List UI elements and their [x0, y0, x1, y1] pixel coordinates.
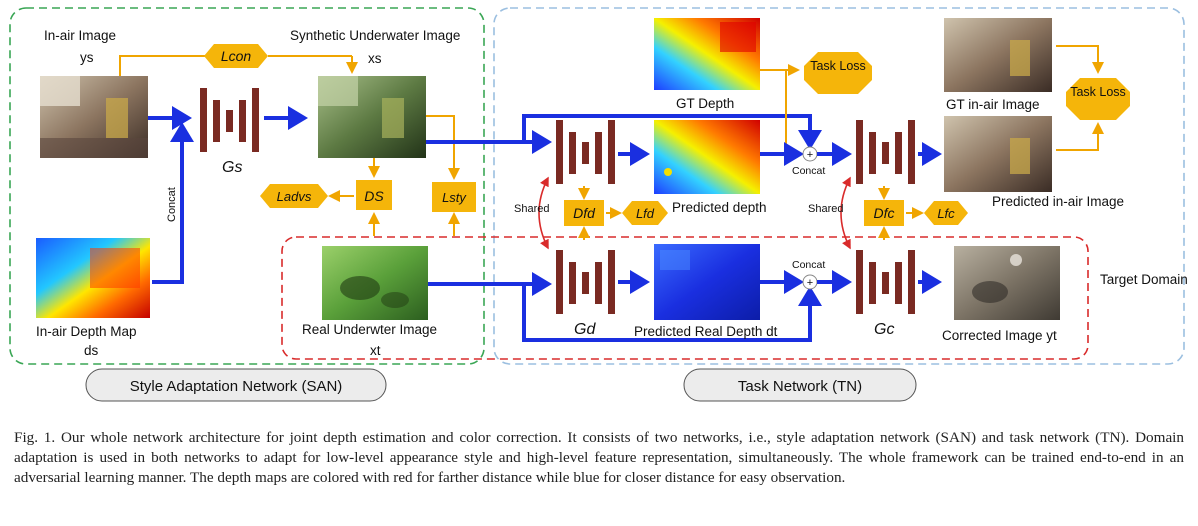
gc-generator-bottom	[856, 250, 915, 314]
l-advs-label: Ladvs	[277, 189, 312, 204]
gt-depth-label: GT Depth	[676, 96, 734, 111]
gt-depth-image	[654, 18, 760, 90]
ys-label: ys	[80, 50, 94, 65]
architecture-figure: Style Adaptation Network (SAN) Task Netw…	[9, 7, 1188, 402]
predicted-real-depth-image	[654, 244, 760, 320]
predicted-in-air-image	[944, 116, 1052, 192]
dfd-discriminator: Dfd	[564, 200, 604, 226]
shared-right-label: Shared	[808, 203, 843, 215]
l-fd-label: Lfd	[636, 206, 655, 221]
svg-text:+: +	[807, 277, 813, 289]
gs-generator	[200, 88, 259, 152]
gs-label: Gs	[222, 159, 242, 176]
xt-label: xt	[370, 343, 381, 358]
gt-in-air-label: GT in-air Image	[946, 97, 1040, 112]
l-con-box: Lcon	[204, 44, 268, 68]
task-loss-top: Task Loss	[804, 52, 872, 94]
in-air-image	[40, 76, 148, 158]
in-air-image-label: In-air Image	[44, 28, 116, 43]
gt-in-air-image	[944, 18, 1052, 92]
task-loss-right-label: Task Loss	[1070, 85, 1126, 99]
shared-left-label: Shared	[514, 203, 549, 215]
l-sty-box: Lsty	[432, 182, 476, 212]
svg-text:+: +	[807, 149, 813, 161]
gd-label: Gd	[574, 321, 596, 338]
in-air-depth-map-label: In-air Depth Map	[36, 324, 137, 339]
predicted-depth-label: Predicted depth	[672, 200, 767, 215]
san-region	[9, 7, 485, 365]
task-loss-top-label: Task Loss	[810, 59, 866, 73]
predicted-in-air-label: Predicted in-air Image	[992, 194, 1124, 209]
ds-sub-label: ds	[84, 343, 99, 358]
l-sty-label: Lsty	[442, 190, 467, 205]
gc-label: Gc	[874, 321, 894, 338]
concat-top-label: Concat	[792, 165, 825, 177]
predicted-real-depth-label: Predicted Real Depth dt	[634, 324, 778, 339]
san-pill: Style Adaptation Network (SAN)	[85, 368, 387, 402]
figure-caption: Fig. 1. Our whole network architecture f…	[14, 429, 1184, 486]
tn-region	[493, 7, 1185, 365]
predicted-depth-image	[654, 120, 760, 194]
real-underwater-image	[322, 246, 428, 320]
target-domain-label: Target Domain	[1100, 272, 1188, 287]
gc-generator-top	[856, 120, 915, 184]
ds-label: DS	[364, 188, 384, 204]
synthetic-label: Synthetic Underwater Image	[290, 28, 460, 43]
dfc-label: Dfc	[874, 205, 895, 221]
concat-bottom-node: +	[802, 274, 818, 290]
corrected-image	[954, 246, 1060, 320]
gd-generator-top	[556, 120, 615, 184]
concat-bottom-label: Concat	[792, 259, 825, 271]
target-domain-region	[281, 236, 1089, 360]
l-con-label: Lcon	[221, 48, 252, 64]
tn-label: Task Network (TN)	[738, 378, 862, 395]
gd-generator-bottom	[556, 250, 615, 314]
synthetic-image	[318, 76, 426, 158]
real-underwater-label: Real Underwter Image	[302, 322, 437, 337]
task-loss-right: Task Loss	[1066, 78, 1130, 120]
san-label: Style Adaptation Network (SAN)	[130, 378, 343, 395]
dfd-label: Dfd	[573, 205, 596, 221]
concat-vertical-label: Concat	[166, 187, 178, 222]
ds-discriminator: DS	[356, 180, 392, 210]
l-fd-box: Lfd	[622, 201, 668, 225]
l-fc-label: Lfc	[937, 206, 955, 221]
corrected-image-label: Corrected Image yt	[942, 328, 1057, 343]
in-air-depth-map	[36, 238, 150, 318]
l-fc-box: Lfc	[924, 201, 968, 225]
xs-label: xs	[368, 51, 382, 66]
l-advs-box: Ladvs	[260, 184, 328, 208]
concat-top-node: +	[802, 146, 818, 162]
tn-pill: Task Network (TN)	[683, 368, 917, 402]
dfc-discriminator: Dfc	[864, 200, 904, 226]
